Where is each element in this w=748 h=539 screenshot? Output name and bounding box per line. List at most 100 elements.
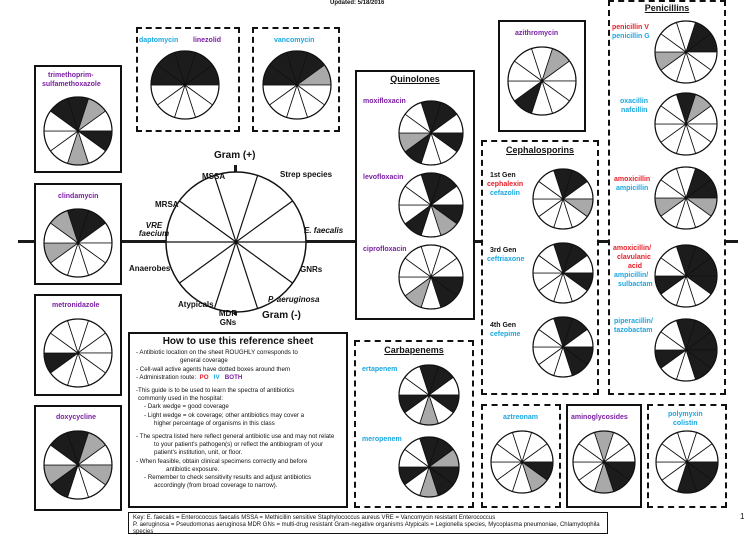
label-azithromycin: azithromycin (515, 30, 559, 37)
pie-aztreonam (490, 430, 554, 494)
pie-outline (655, 430, 719, 494)
pie-outline (398, 244, 464, 310)
pie-outline (572, 430, 636, 494)
seg-gnrs: GNRs (300, 265, 323, 274)
seg-mdrgns: MDR GNs (218, 309, 238, 327)
label-polymyxin: polymyxin (668, 411, 703, 418)
pie-outline (43, 96, 113, 166)
pie-outline (43, 430, 113, 500)
howto-line4a: -This guide is to be used to learn the s… (136, 387, 295, 395)
label-amox-clav-2: clavulanic (617, 254, 651, 261)
seg-vre: VRE faecium (138, 221, 170, 238)
label-penicillin-g: penicillin G (612, 33, 650, 40)
label-ciprofloxacin: ciprofloxacin (363, 246, 407, 253)
pie-daptomycin-linezolid (150, 50, 220, 120)
label-meropenem: meropenem (362, 436, 402, 443)
howto-line2: - Cell-wall active agents have dotted bo… (136, 365, 291, 373)
pie-penicillin (654, 20, 718, 84)
pie-polymyxin-colistin (655, 430, 719, 494)
pie-ertapenem (398, 364, 460, 426)
label-aminoglycosides: aminoglycosides (571, 414, 628, 421)
label-daptomycin: daptomycin (139, 37, 179, 44)
pie-outline (654, 244, 718, 308)
label-ertapenem: ertapenem (362, 366, 398, 373)
pie-outline (398, 436, 460, 498)
updated-date: Updated: 5/18/2016 (330, 0, 385, 6)
pie-outline (43, 318, 113, 388)
header-quinolones: Quinolones (390, 74, 440, 84)
label-ceftriaxone: ceftriaxone (487, 256, 525, 263)
pie-outline (150, 50, 220, 120)
label-aztreonam: aztreonam (503, 414, 539, 421)
pie-outline (532, 316, 594, 378)
pie-aminoglycosides (572, 430, 636, 494)
label-cefepime: cefepime (490, 331, 521, 338)
label-doxycycline: doxycycline (56, 414, 97, 421)
label-levofloxacin: levofloxacin (363, 174, 404, 181)
label-metronidazole: metronidazole (52, 302, 100, 309)
seg-mrsa: MRSA (155, 200, 179, 209)
pie-clindamycin (43, 208, 113, 278)
howto-title: How to use this reference sheet (162, 336, 314, 347)
label-ampicillin: ampicillin (616, 185, 649, 192)
seg-atypicals: Atypicals (178, 300, 214, 309)
wheel-spoke (235, 175, 259, 243)
howto-line7c: patient's institution, unit, or floor. (154, 449, 243, 457)
wheel-spoke (235, 241, 259, 309)
howto-line9a: - Remember to check sensitivity results … (144, 474, 312, 482)
label-amp-sul-1: ampicillin/ (614, 272, 649, 279)
label-linezolid: linezolid (193, 37, 221, 44)
wheel-spoke (179, 200, 237, 243)
gram-negative-label: Gram (-) (262, 310, 301, 321)
pie-vancomycin (262, 50, 332, 120)
pie-outline (532, 168, 594, 230)
pie-cefepime (532, 316, 594, 378)
howto-line6b: higher percentage of organisms in this c… (154, 419, 275, 427)
spectrum-wheel (165, 171, 307, 313)
label-cefazolin: cefazolin (490, 190, 520, 197)
label-pip-taz-2: tazobactam (614, 327, 653, 334)
route-both: BOTH (224, 373, 243, 381)
howto-line9b: accordingly (from broad coverage to narr… (154, 482, 278, 490)
label-penicillin-v: penicillin V (612, 24, 649, 31)
label-gen3: 3rd Gen (490, 247, 517, 254)
label-amox-clav-3: acid (628, 263, 643, 270)
howto-line1b: general coverage (180, 357, 228, 365)
howto-line8a: - When feasible, obtain clinical specime… (136, 457, 308, 465)
gram-positive-label: Gram (+) (214, 150, 256, 161)
pie-pip-taz (654, 318, 718, 382)
label-pip-taz-1: piperacillin/ (614, 318, 653, 325)
howto-line6a: - Light wedge = ok coverage; other antib… (144, 411, 305, 419)
pie-outline (654, 20, 718, 84)
pie-metronidazole (43, 318, 113, 388)
seg-efaecalis: E. faecalis (304, 226, 344, 235)
pie-ceftriaxone (532, 242, 594, 304)
pie-outline (398, 172, 464, 238)
howto-line5: - Dark wedge = good coverage (144, 403, 229, 411)
pie-doxycycline (43, 430, 113, 500)
pie-outline (654, 318, 718, 382)
pie-moxifloxacin (398, 100, 464, 166)
pie-outline (262, 50, 332, 120)
pie-outline (654, 166, 718, 230)
howto-line3-text: - Administration route: (136, 373, 197, 381)
pie-outline (398, 100, 464, 166)
label-amp-sul-2: sulbactam (618, 281, 653, 288)
seg-paeruginosa: P. aeruginosa (268, 295, 320, 304)
route-iv: IV (213, 373, 220, 381)
label-moxifloxacin: moxifloxacin (363, 98, 406, 105)
pie-outline (532, 242, 594, 304)
pie-outline (507, 46, 577, 116)
pie-outline (398, 364, 460, 426)
label-tmp-smx-2: sulfamethoxazole (42, 81, 101, 88)
howto-line1a: - Antibiotic location on the sheet ROUGH… (136, 349, 298, 357)
header-cephalosporins: Cephalosporins (505, 145, 574, 155)
pie-outline (43, 208, 113, 278)
pie-outline (490, 430, 554, 494)
header-carbapenems: Carbapenems (384, 345, 444, 355)
pie-amox-amp (654, 166, 718, 230)
howto-line8b: antibiotic exposure. (166, 465, 220, 473)
howto-box: How to use this reference sheet - Antibi… (128, 332, 348, 508)
wheel-spoke (213, 241, 237, 309)
label-clindamycin: clindamycin (58, 193, 99, 200)
